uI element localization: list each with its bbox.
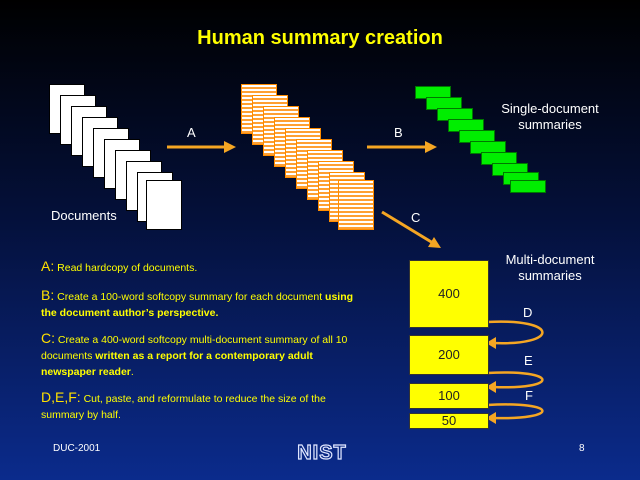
step-def-text: D,E,F: Cut, paste, and reformulate to re… (41, 389, 361, 423)
documents-label: Documents (51, 208, 117, 223)
arrow-f-label: F (525, 388, 533, 403)
arrow-e-curve (486, 371, 544, 389)
step-c-body: Create a 400-word softcopy multi-documen… (41, 334, 348, 362)
single-doc-label: Single-document summaries (501, 101, 599, 132)
step-a-text: A: Read hardcopy of documents. (41, 258, 361, 276)
arrow-d-label: D (523, 305, 533, 320)
arrow-a-head (224, 141, 236, 153)
document-page (146, 180, 182, 230)
nist-logo-text: NIST (297, 442, 347, 464)
arrow-d-curve (486, 320, 544, 345)
step-def-key: D,E,F: (41, 389, 81, 405)
arrow-a-label: A (187, 125, 196, 140)
step-b-text: B: Create a 100-word softcopy summary fo… (41, 287, 361, 321)
step-def-body: Cut, paste, and reformulate to reduce th… (41, 393, 326, 421)
arrow-d-head (486, 337, 496, 349)
step-b-bold: using the document author’s perspective. (41, 291, 354, 319)
step-b-body: Create a 100-word softcopy summary for e… (57, 291, 323, 303)
multi-doc-label: Multi-document summaries (505, 252, 595, 283)
step-c-bold: written as a report for a contemporary a… (41, 350, 313, 378)
arrow-f-head (486, 412, 496, 424)
striped-page (338, 180, 374, 230)
arrow-b-head (425, 141, 437, 153)
step-c-key: C: (41, 330, 55, 346)
arrow-e-label: E (524, 353, 533, 368)
summary-box-200: 200 (409, 335, 489, 375)
arrow-b-label: B (394, 125, 403, 140)
summary-box-400: 400 (409, 260, 489, 328)
step-a-body: Read hardcopy of documents. (57, 262, 198, 274)
arrow-e-head (486, 381, 496, 393)
summary-box-100: 100 (409, 383, 489, 409)
page-number: 8 (579, 443, 585, 454)
nist-logo: NIST (297, 441, 347, 464)
step-c-text: C: Create a 400-word softcopy multi-docu… (41, 330, 361, 380)
step-a-key: A: (41, 258, 55, 274)
step-c-end: . (130, 366, 134, 378)
summary-box-50: 50 (409, 413, 489, 429)
slide-title: Human summary creation (197, 27, 443, 49)
arrow-c-head (428, 237, 441, 248)
arrow-c-label: C (411, 210, 421, 225)
single-summary (510, 180, 546, 193)
step-b-key: B: (41, 287, 55, 303)
arrow-f-curve (486, 403, 544, 420)
arrow-c-line (381, 210, 434, 245)
footer-left: DUC-2001 (53, 443, 101, 454)
